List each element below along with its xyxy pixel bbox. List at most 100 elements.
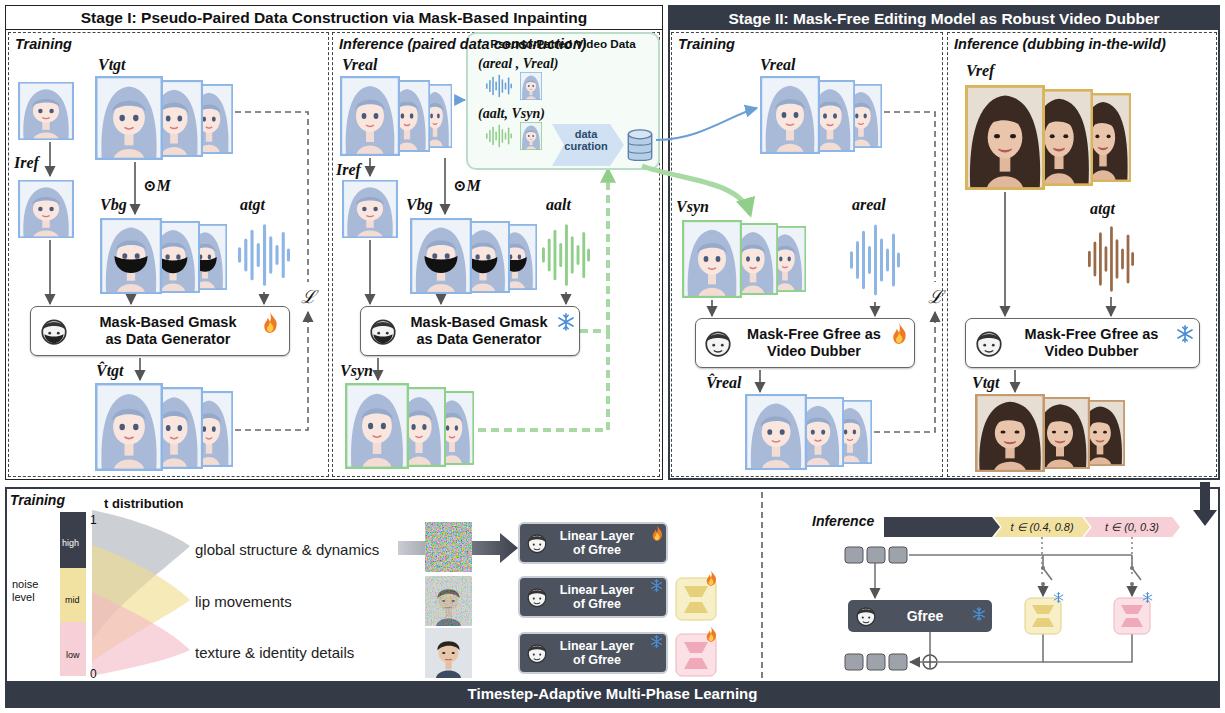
learning-panel: Timestep-Adaptive Multi-Phase Learning Li… — [5, 487, 1220, 708]
t-distribution-curves — [92, 510, 190, 676]
label-holder: data curation — [562, 128, 610, 154]
label: ℒ — [301, 284, 316, 308]
label-holder: Vreal — [760, 56, 796, 74]
stage2-training-figures — [682, 76, 900, 470]
node-text: Pseudo-Paired Video Data — [468, 34, 658, 50]
label: ℒ — [928, 284, 943, 308]
label: Iref — [336, 161, 361, 179]
label-holder: Iref — [336, 161, 361, 179]
data-box: Pseudo-Paired Video Data — [466, 32, 660, 170]
label: t distribution — [104, 496, 183, 511]
connector — [580, 170, 608, 331]
label-holder: Vbg — [406, 196, 433, 214]
label-holder: atgt — [240, 196, 265, 214]
timestep-band: t ∈ (0, 0.3) — [1084, 517, 1180, 537]
label-holder: Vtgt — [972, 374, 1000, 392]
label: global structure & dynamics — [195, 541, 379, 558]
node-text: Linear Layer of Gfree — [553, 529, 641, 558]
label-holder: mid — [65, 589, 80, 607]
label-holder: Vref — [966, 62, 994, 80]
label: 1 — [90, 513, 97, 527]
label-holder: (areal , Vreal) — [478, 54, 559, 72]
label: lip movements — [195, 593, 292, 610]
label: Vsyn — [340, 362, 373, 380]
label-holder: global structure & dynamics — [195, 541, 379, 559]
label: Vreal — [760, 56, 796, 74]
node-text: Linear Layer of Gfree — [553, 583, 641, 612]
noise-level-bar — [60, 512, 86, 676]
label-holder: ℒ — [301, 284, 316, 308]
label: areal — [852, 196, 886, 214]
label: Vbg — [406, 196, 433, 214]
model-box: Gfree — [848, 600, 992, 632]
label: Vreal — [342, 56, 378, 74]
label-holder: Vsyn — [340, 362, 373, 380]
stage-panel: Stage I: Pseudo-Paired Data Construction… — [5, 5, 663, 480]
stage-panel: Stage II: Mask-Free Editing Model as Rob… — [668, 5, 1220, 480]
label-holder: V̂tgt — [96, 362, 124, 380]
label: Vref — [966, 62, 994, 80]
node-text: Timestep-Adaptive Multi-Phase Learning — [7, 681, 1218, 706]
label-holder: ℒ — [928, 284, 943, 308]
node-text: t ∈ (0.4, 0.8) — [1010, 521, 1073, 534]
sub-panel: TrainingMask-Based Gmask as Data Generat… — [8, 32, 329, 477]
node-text: t ∈ (0, 0.3) — [1105, 521, 1159, 534]
stage2-inference-figures — [965, 85, 1134, 472]
model-icons — [42, 312, 1192, 662]
label-holder: lip movements — [195, 593, 292, 611]
stage1-training-figures — [18, 76, 290, 471]
label: low — [66, 650, 80, 660]
label-holder: aalt — [546, 196, 571, 214]
label: noise level — [12, 578, 56, 603]
model-box: Mask-Free Gfree as Video Dubber — [965, 318, 1200, 368]
label: atgt — [240, 196, 265, 214]
sub-panel: TrainingMask-Free Gfree as Video Dubber — [671, 32, 943, 477]
label-holder: ⊙M — [453, 176, 481, 195]
label-holder: (aalt, Vsyn) — [478, 104, 545, 122]
noise-thumbnails — [425, 522, 472, 678]
label-holder: texture & identity details — [195, 644, 354, 662]
label-holder: Training — [10, 491, 65, 509]
label: V̂tgt — [96, 362, 124, 380]
label: V̂real — [706, 374, 742, 392]
layer-box: Linear Layer of Gfree — [518, 632, 668, 674]
label-holder: areal — [852, 196, 886, 214]
label: Vtgt — [972, 374, 1000, 392]
label: texture & identity details — [195, 644, 354, 661]
label-holder: ⊙M — [143, 176, 171, 195]
label: high — [62, 538, 79, 548]
node-text: Training — [9, 33, 78, 55]
label: Training — [10, 492, 65, 508]
label-holder: V̂real — [706, 374, 742, 392]
label-holder: high — [62, 532, 79, 550]
label-holder: Vbg — [100, 196, 127, 214]
inference-schedule — [845, 517, 1141, 670]
node-text: Mask-Free Gfree as Video Dubber — [1022, 326, 1162, 361]
sub-panel: Inference (dubbing in-the-wild) Mask-Free… — [947, 32, 1217, 477]
label-holder: Vsyn — [676, 198, 709, 216]
label-holder: noise level — [12, 578, 56, 605]
label-holder: low — [66, 644, 80, 662]
label: 0 — [90, 667, 97, 681]
label-holder: 0 — [90, 664, 97, 682]
lora-icons — [676, 570, 1152, 676]
label-holder: 1 — [90, 510, 97, 528]
layer-box: Linear Layer of Gfree — [518, 522, 668, 564]
label: aalt — [546, 196, 571, 214]
node-text: Mask-Based Gmask as Data Generator — [405, 314, 553, 349]
label-holder: Iref — [14, 154, 39, 172]
label-holder: t distribution — [104, 494, 183, 512]
real-data-arrow — [454, 99, 465, 101]
label: data curation — [562, 128, 610, 152]
label: Vbg — [100, 196, 127, 214]
label: (aalt, Vsyn) — [478, 106, 545, 122]
model-box: Mask-Free Gfree as Video Dubber — [695, 318, 915, 368]
label: mid — [65, 595, 80, 605]
layer-box: Linear Layer of Gfree — [518, 576, 668, 618]
label-holder: Vtgt — [98, 56, 126, 74]
label: ⊙M — [453, 176, 481, 195]
pseudo-pair-contents — [486, 72, 652, 166]
node-text: Inference (dubbing in-the-wild) — [948, 33, 1172, 55]
